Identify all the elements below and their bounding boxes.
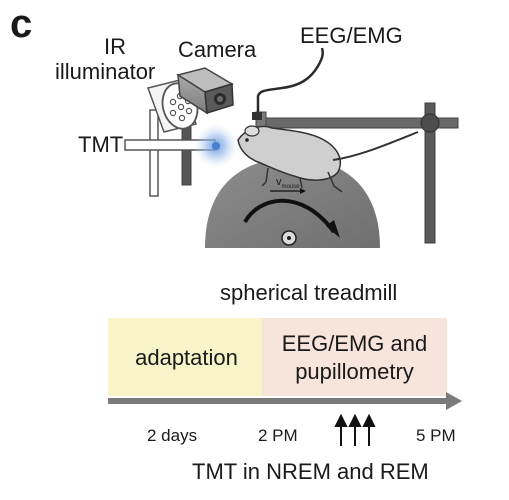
mouse	[237, 125, 419, 193]
ir-label-line2: illuminator	[55, 59, 156, 84]
spherical-treadmill	[205, 158, 380, 248]
ir-label-line1: IR	[104, 34, 126, 59]
recording-phase-box: EEG/EMG and pupillometry	[262, 318, 447, 396]
tmt-timing-caption: TMT in NREM and REM	[192, 459, 429, 484]
velocity-label: vmouse	[276, 176, 300, 193]
tmt-delivery-arrows	[334, 413, 376, 446]
eeg-headmount	[252, 112, 262, 120]
adaptation-phase-box: adaptation	[108, 318, 265, 396]
panel-letter: c	[10, 2, 33, 46]
velocity-subscript: mouse	[281, 184, 300, 191]
treadmill-label: spherical treadmill	[220, 280, 398, 305]
recording-label-line1: EEG/EMG and	[281, 331, 428, 356]
adaptation-label: adaptation	[135, 345, 238, 370]
tmt-label: TMT	[78, 132, 124, 157]
camera-label: Camera	[178, 37, 257, 62]
camera	[176, 67, 234, 115]
tick-5-pm: 5 PM	[416, 426, 456, 445]
eeg-emg-label: EEG/EMG	[300, 23, 403, 48]
head-fixation-frame	[255, 102, 459, 244]
recording-label-line2: pupillometry	[295, 359, 414, 384]
tmt-odor-source	[212, 142, 220, 150]
eeg-emg-cable	[256, 47, 325, 116]
tick-2-pm: 2 PM	[258, 426, 298, 445]
tick-2-days: 2 days	[147, 426, 198, 445]
apparatus-illustration	[124, 47, 459, 248]
velocity-symbol: v	[276, 176, 282, 188]
